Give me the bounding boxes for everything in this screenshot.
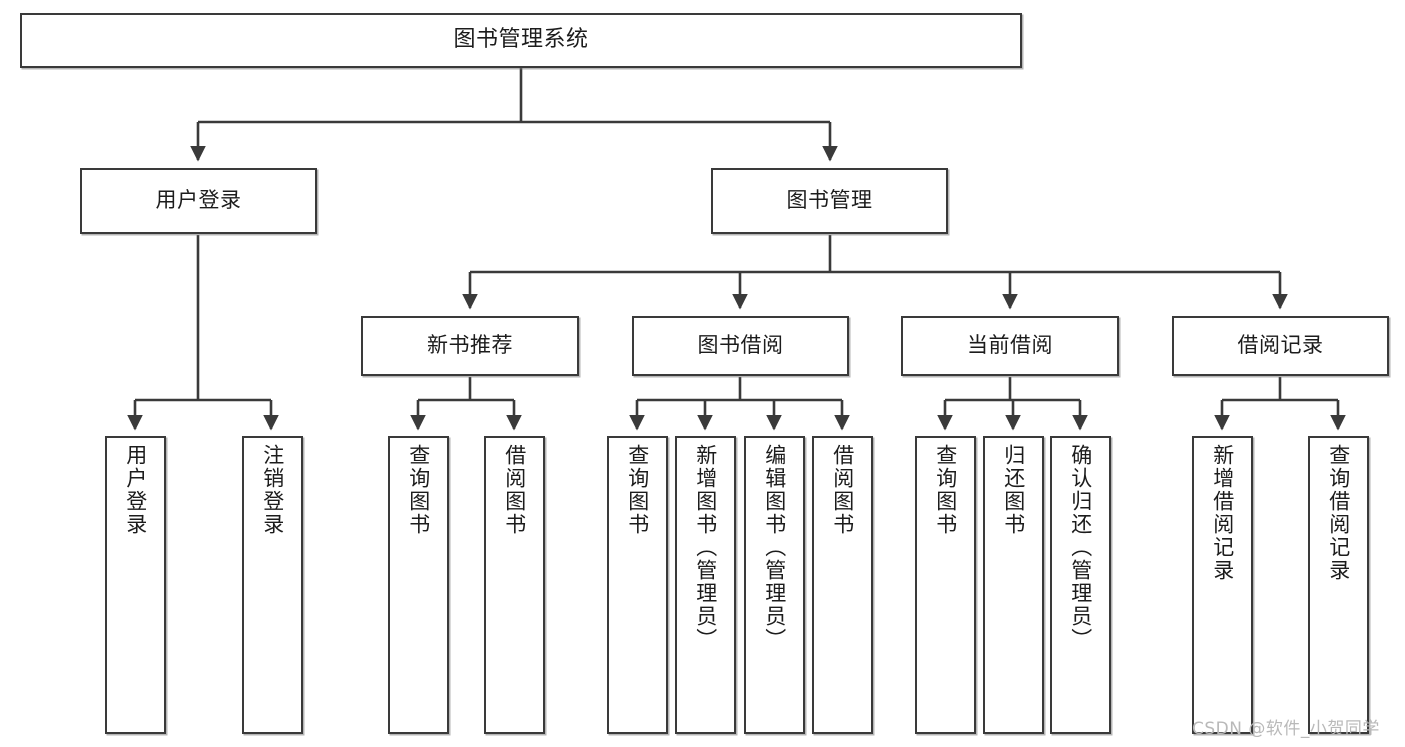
node-label: 编辑图书（管理员） <box>762 444 787 651</box>
node-label: 归还图书 <box>1001 444 1026 536</box>
node-label: 查询借阅记录 <box>1326 444 1351 582</box>
node-label: 查询图书 <box>625 444 650 536</box>
node-label: 新增图书（管理员） <box>693 444 718 651</box>
node-label: 新书推荐 <box>427 333 513 358</box>
leaf-borrow-query-book[interactable]: 查询图书 <box>607 436 668 734</box>
leaf-user-login[interactable]: 用户登录 <box>105 436 166 734</box>
leaf-recommend-query-book[interactable]: 查询图书 <box>388 436 449 734</box>
leaf-record-query-borrow-record[interactable]: 查询借阅记录 <box>1308 436 1369 734</box>
leaf-borrow-add-book-admin[interactable]: 新增图书（管理员） <box>675 436 736 734</box>
node-label: 新增借阅记录 <box>1210 444 1235 582</box>
node-book-management[interactable]: 图书管理 <box>711 168 948 234</box>
leaf-current-confirm-return-admin[interactable]: 确认归还（管理员） <box>1050 436 1111 734</box>
node-borrow-record[interactable]: 借阅记录 <box>1172 316 1389 376</box>
leaf-record-add-borrow-record[interactable]: 新增借阅记录 <box>1192 436 1253 734</box>
leaf-borrow-borrow-book[interactable]: 借阅图书 <box>812 436 873 734</box>
node-book-borrow[interactable]: 图书借阅 <box>632 316 849 376</box>
node-label: 确认归还（管理员） <box>1068 444 1093 651</box>
node-label: 查询图书 <box>406 444 431 536</box>
leaf-user-logout[interactable]: 注销登录 <box>242 436 303 734</box>
node-label: 图书借阅 <box>697 333 784 358</box>
node-label: 图书管理 <box>786 188 873 213</box>
leaf-recommend-borrow-book[interactable]: 借阅图书 <box>484 436 545 734</box>
leaf-current-return-book[interactable]: 归还图书 <box>983 436 1044 734</box>
node-new-book-recommend[interactable]: 新书推荐 <box>361 316 579 376</box>
watermark-csdn: CSDN @软件_小贺同学 <box>1192 719 1380 739</box>
node-current-borrow[interactable]: 当前借阅 <box>901 316 1119 376</box>
node-label: 借阅图书 <box>502 444 527 536</box>
node-label: 图书管理系统 <box>453 27 589 53</box>
leaf-borrow-edit-book-admin[interactable]: 编辑图书（管理员） <box>744 436 805 734</box>
node-label: 借阅图书 <box>830 444 855 536</box>
node-label: 借阅记录 <box>1237 333 1324 358</box>
node-user-login[interactable]: 用户登录 <box>80 168 317 234</box>
node-root-system[interactable]: 图书管理系统 <box>20 13 1022 68</box>
leaf-current-query-book[interactable]: 查询图书 <box>915 436 976 734</box>
node-label: 用户登录 <box>123 444 148 536</box>
node-label: 查询图书 <box>933 444 958 536</box>
node-label: 用户登录 <box>155 188 242 213</box>
node-label: 当前借阅 <box>967 333 1053 358</box>
node-label: 注销登录 <box>260 444 285 536</box>
